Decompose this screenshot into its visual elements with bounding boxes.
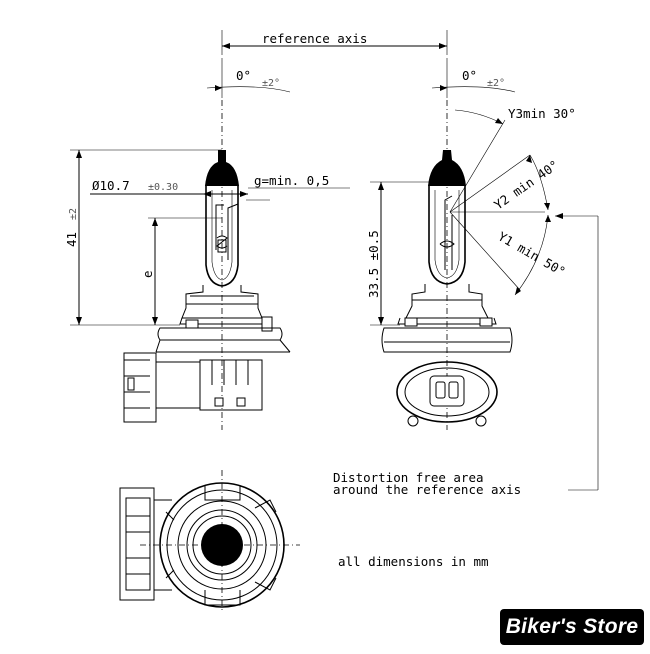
zero-deg-right-label: 0° (462, 68, 477, 83)
bulb-front-view: 33.5 ±0.5 (366, 100, 513, 430)
distortion-angles: Y3min 30° Y2 min 40° Y1 min 50° (449, 106, 576, 296)
y2-angle-label: Y2 min 40° (491, 157, 561, 212)
angle-tolerance-left: 0° ±2° (206, 58, 291, 98)
g-min-label: g=min. 0,5 (254, 173, 329, 188)
all-dimensions-note: all dimensions in mm (338, 554, 489, 569)
tol-right-label: ±2° (487, 78, 505, 89)
reference-axis-label: reference axis (262, 31, 367, 46)
zero-deg-left-label: 0° (236, 68, 251, 83)
store-watermark-badge: Biker's Store (500, 609, 644, 645)
distortion-free-leader: Distortion free area around the referenc… (333, 213, 599, 497)
y3-angle-label: Y3min 30° (508, 106, 576, 121)
reference-axis-dimension: reference axis (221, 30, 448, 55)
e-dimension-label: e (140, 270, 155, 278)
bulb-bottom-view (119, 470, 300, 610)
tol-left-label: ±2° (262, 78, 280, 89)
angle-tolerance-right: 0° ±2° (431, 58, 516, 98)
distortion-line-1: Distortion free area (333, 470, 484, 485)
distortion-line-2: around the reference axis (333, 482, 521, 497)
height-41-tol-label: ±2 (68, 208, 79, 220)
diameter-tol-label: ±0.30 (148, 182, 178, 193)
height-41-label: 41 (64, 232, 79, 247)
diameter-label: Ø10.7 (92, 178, 130, 193)
y1-angle-label: Y1 min 50° (496, 229, 569, 280)
height-335-label: 33.5 ±0.5 (366, 230, 381, 298)
bulb-side-view: 41 ±2 e Ø10.7 ±0.30 g=min. 0,5 (64, 100, 350, 430)
